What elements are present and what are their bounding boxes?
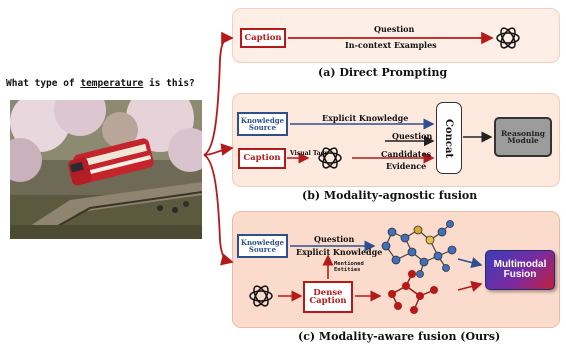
- caption-box-a: Caption: [240, 28, 286, 48]
- title-c: (c) Modality-aware fusion (Ours): [298, 330, 501, 343]
- candidates-label-b: Candidates: [381, 149, 432, 159]
- question-label-c: Question: [314, 234, 355, 244]
- llm-icon-b: [318, 147, 342, 169]
- knowledge-source-box-c: Knowledge Source: [237, 234, 288, 258]
- question-label-a: Question: [374, 24, 415, 34]
- question-label-b: Question: [392, 131, 433, 141]
- evidence-label-b: Evidence: [386, 161, 427, 171]
- explicit-knowledge-label-b: Explicit Knowledge: [322, 113, 409, 123]
- question-prefix: What type of: [6, 78, 81, 89]
- multimodal-fusion-box: Multimodal Fusion: [485, 250, 555, 290]
- train-photo: [10, 100, 202, 239]
- llm-icon-a: [496, 27, 520, 49]
- llm-icon-c: [249, 285, 273, 307]
- concat-box: Concat: [436, 102, 462, 174]
- title-b: (b) Modality-agnostic fusion: [302, 189, 478, 202]
- explicit-knowledge-label-c: Explicit Knowledge: [296, 247, 383, 257]
- question-text: What type of temperature is this?: [6, 78, 195, 89]
- examples-label-a: In-context Examples: [345, 40, 437, 50]
- caption-box-b: Caption: [238, 148, 286, 169]
- knowledge-source-box-b: Knowledge Source: [237, 112, 288, 136]
- visual-tags-label-b: Visual Tags: [290, 150, 329, 157]
- question-suffix: is this?: [143, 78, 195, 89]
- scene-graph-nodes: [388, 270, 438, 314]
- reasoning-module-box: Reasoning Module: [494, 117, 552, 157]
- mentioned-entities-label: Mentioned Entities: [334, 261, 364, 274]
- title-a: (a) Direct Prompting: [318, 66, 448, 79]
- concat-label: Concat: [443, 118, 455, 158]
- dense-caption-box: Dense Caption: [303, 281, 353, 313]
- question-keyword: temperature: [80, 78, 144, 89]
- knowledge-graph-nodes: [381, 220, 457, 278]
